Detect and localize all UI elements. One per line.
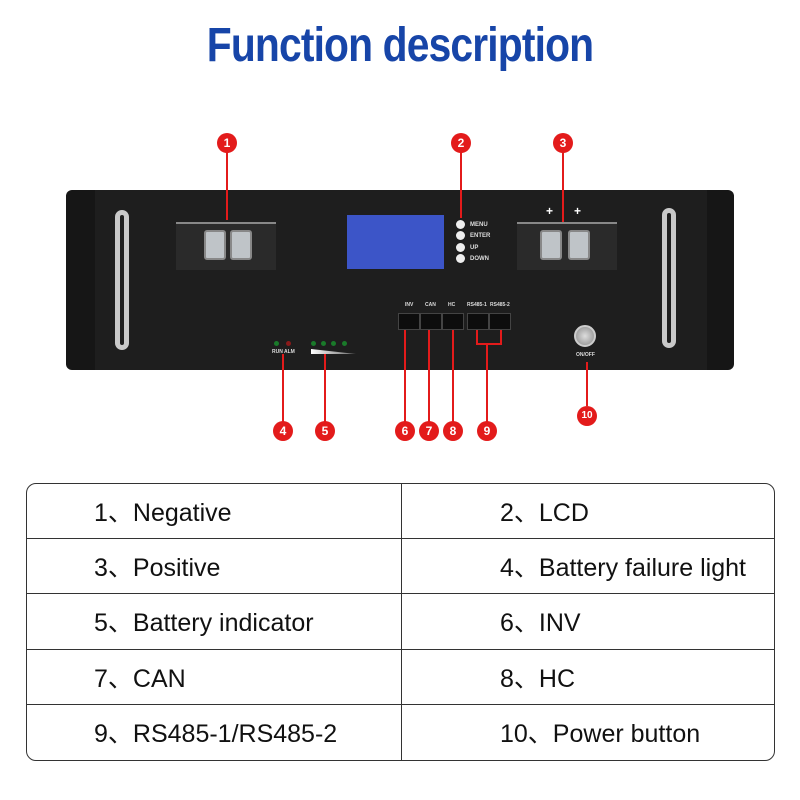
battery-level-led — [321, 341, 326, 346]
callout-4: 4 — [273, 421, 293, 441]
menu-label: MENU — [470, 222, 488, 228]
table-cell: 4、Battery failure light — [402, 539, 774, 595]
page-title: Function description — [206, 19, 594, 72]
power-label: ON/OFF — [576, 352, 595, 358]
down-button[interactable] — [456, 254, 465, 263]
callout-10: 10 — [577, 406, 597, 426]
table-cell: 5、Battery indicator — [27, 594, 402, 650]
positive-terminal — [517, 222, 617, 270]
power-button[interactable] — [574, 325, 596, 347]
callout-1: 1 — [217, 133, 237, 153]
handle-left — [115, 210, 129, 350]
table-cell: 1、Negative — [27, 484, 402, 540]
run-label: RUN — [272, 349, 283, 355]
inv-port — [398, 313, 420, 330]
table-cell: 7、CAN — [27, 649, 402, 705]
rs485-1-port — [467, 313, 489, 330]
callout-2: 2 — [451, 133, 471, 153]
callout-9: 9 — [477, 421, 497, 441]
negative-bolt — [204, 230, 226, 260]
up-label: UP — [470, 245, 479, 251]
negative-terminal — [176, 222, 276, 270]
rs485-2-label: RS485-2 — [490, 302, 510, 308]
plus-sign: + — [546, 204, 554, 218]
callout-8: 8 — [443, 421, 463, 441]
callout-7: 7 — [419, 421, 439, 441]
table-cell: 8、HC — [402, 650, 774, 705]
run-led — [274, 341, 279, 346]
battery-level-led — [311, 341, 316, 346]
table-cell: 3、Positive — [27, 539, 402, 595]
table-cell: 9、RS485-1/RS485-2 — [27, 704, 402, 760]
can-label: CAN — [425, 302, 436, 308]
down-label: DOWN — [470, 256, 489, 262]
hc-label: HC — [448, 302, 456, 308]
rs485-1-label: RS485-1 — [467, 302, 487, 308]
positive-bolt — [568, 230, 590, 260]
can-port — [420, 313, 442, 330]
enter-button[interactable] — [456, 231, 465, 240]
callout-5: 5 — [315, 421, 335, 441]
positive-bolt — [540, 230, 562, 260]
alm-label: ALM — [284, 349, 295, 355]
table-row: 9、RS485-1/RS485-2 10、Power button — [27, 704, 774, 760]
plus-sign: + — [574, 204, 582, 218]
table-cell: 6、INV — [402, 594, 774, 650]
menu-button[interactable] — [456, 220, 465, 229]
table-cell: 10、Power button — [500, 720, 701, 749]
battery-level-led — [342, 341, 347, 346]
callout-3: 3 — [553, 133, 573, 153]
alm-led — [286, 341, 291, 346]
inv-label: INV — [405, 302, 414, 308]
hc-port — [442, 313, 464, 330]
battery-level-ramp — [311, 349, 356, 354]
enter-label: ENTER — [470, 233, 491, 239]
handle-right — [662, 208, 676, 348]
rs485-2-port — [489, 313, 511, 330]
battery-level-led — [331, 341, 336, 346]
negative-bolt — [230, 230, 252, 260]
callout-6: 6 — [395, 421, 415, 441]
lcd-screen — [347, 215, 444, 269]
table-cell: 2、LCD — [402, 484, 774, 540]
up-button[interactable] — [456, 243, 465, 252]
